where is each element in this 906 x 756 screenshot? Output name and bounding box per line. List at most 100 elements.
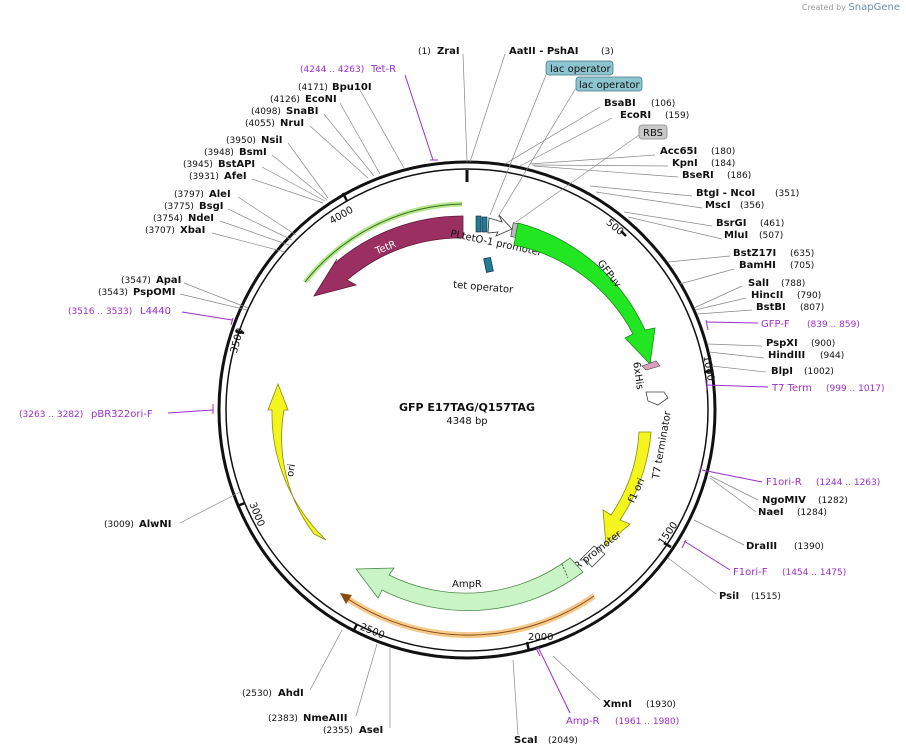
site-bsmi[interactable]: (3948) BsmI [204, 147, 267, 158]
primer-f1ori-f[interactable]: F1ori-F (1454 .. 1475) [733, 567, 846, 578]
primer-pbr322ori-f[interactable]: (3263 .. 3282) pBR322ori-F [19, 409, 153, 420]
primer-t7-term[interactable]: T7 Term (999 .. 1017) [771, 383, 885, 394]
created-by-label: Created by [801, 3, 846, 12]
site-apai[interactable]: (3547) ApaI [121, 275, 181, 286]
site-blpi[interactable]: BlpI (1002) [771, 366, 834, 377]
svg-text:ScaI: ScaI [514, 735, 538, 746]
tetr-feature[interactable] [313, 215, 464, 297]
primer-gfp-f[interactable]: GFP-F (839 .. 859) [761, 319, 860, 330]
svg-text:AatII - PshAI: AatII - PshAI [509, 46, 579, 57]
site-psii[interactable]: PsiI (1515) [719, 591, 781, 602]
his-tag-label: 6xHis [630, 361, 645, 390]
site-ahdi[interactable]: (2530) AhdI [242, 688, 304, 699]
svg-text:BamHI: BamHI [739, 260, 776, 271]
site-kpni[interactable]: KpnI (184) [672, 158, 735, 169]
site-bpu10i[interactable]: (4171) Bpu10I [298, 82, 372, 93]
svg-text:(1390): (1390) [794, 542, 824, 552]
site-bseri[interactable]: BseRI (186) [682, 170, 751, 181]
svg-text:(1): (1) [418, 47, 431, 57]
site-alei[interactable]: (3797) AleI [174, 189, 231, 200]
ampr-orange-arrowhead [340, 593, 352, 604]
svg-text:F1ori-R: F1ori-R [766, 477, 802, 488]
site-bstz17i[interactable]: BstZ17I (635) [733, 248, 814, 259]
site-snabi[interactable]: (4098) SnaBI [251, 106, 318, 117]
site-bstapi[interactable]: (3945) BstAPI [183, 159, 255, 170]
svg-text:(944): (944) [820, 351, 844, 361]
ori-feature[interactable] [267, 382, 327, 541]
site-ngomiv[interactable]: NgoMIV (1282) [762, 495, 848, 506]
svg-text:(106): (106) [651, 99, 675, 109]
site-bamhi[interactable]: BamHI (705) [739, 260, 814, 271]
site-acc65i[interactable]: Acc65I (180) [660, 146, 735, 157]
site-nrui[interactable]: (4055) NruI [245, 118, 304, 129]
site-aatii-pshai[interactable]: AatII - PshAI (3) [509, 46, 614, 57]
site-pspomi[interactable]: (3543) PspOMI [98, 287, 175, 298]
site-xbai[interactable]: (3707) XbaI [145, 225, 205, 236]
svg-text:PspXI: PspXI [766, 338, 798, 349]
site-bsrgi[interactable]: BsrGI (461) [716, 218, 784, 229]
svg-text:2000: 2000 [528, 632, 553, 643]
svg-text:(3): (3) [601, 47, 614, 57]
svg-text:500: 500 [604, 217, 626, 238]
site-nsii[interactable]: (3950) NsiI [226, 135, 282, 146]
svg-text:AfeI: AfeI [224, 171, 247, 182]
tick-2000: 2000 [525, 632, 553, 652]
svg-text:(3009): (3009) [104, 520, 134, 530]
site-bstbi[interactable]: BstBI (807) [756, 302, 824, 313]
site-btgi-ncoi[interactable]: BtgI - NcoI (351) [696, 188, 799, 199]
ampr-feature[interactable] [355, 557, 584, 612]
svg-text:(3931): (3931) [189, 172, 219, 182]
svg-text:(2530): (2530) [242, 689, 272, 699]
svg-text:(839 .. 859): (839 .. 859) [807, 320, 860, 330]
site-econi[interactable]: (4126) EcoNI [270, 94, 337, 105]
site-ecori[interactable]: EcoRI (159) [620, 110, 689, 121]
t7-terminator-marker [645, 391, 669, 406]
primer-f1ori-r[interactable]: F1ori-R (1244 .. 1263) [766, 477, 880, 488]
svg-text:BlpI: BlpI [771, 366, 793, 377]
site-scai[interactable]: ScaI (2049) [514, 735, 578, 746]
site-hindiii[interactable]: HindIII (944) [768, 350, 844, 361]
svg-text:BstZ17I: BstZ17I [733, 248, 776, 259]
site-pspxi[interactable]: PspXI (900) [766, 338, 835, 349]
svg-text:(1454 .. 1475): (1454 .. 1475) [782, 568, 846, 578]
snapgene-logo: SnapGene [848, 2, 900, 13]
site-zrai[interactable]: (1) ZraI [418, 46, 460, 57]
svg-text:(1284): (1284) [797, 508, 827, 518]
primer-l4440[interactable]: (3516 .. 3533) L4440 [68, 306, 171, 317]
site-bsabi[interactable]: BsaBI (106) [604, 98, 675, 109]
svg-text:(2049): (2049) [548, 736, 578, 746]
site-hincii[interactable]: HincII (790) [751, 290, 821, 301]
svg-text:NmeAIII: NmeAIII [303, 713, 347, 724]
site-bsgi[interactable]: (3775) BsgI [164, 201, 223, 212]
svg-text:ApaI: ApaI [156, 275, 181, 286]
f1-ori-feature[interactable] [602, 431, 652, 546]
site-naei[interactable]: NaeI (1284) [758, 507, 827, 518]
site-xmni[interactable]: XmnI (1930) [603, 699, 676, 710]
svg-text:L4440: L4440 [140, 306, 171, 317]
svg-text:GFP-F: GFP-F [761, 319, 790, 330]
primer-amp-r[interactable]: Amp-R (1961 .. 1980) [566, 716, 679, 727]
tet-operator-box-3 [483, 256, 494, 273]
site-afei[interactable]: (3931) AfeI [189, 171, 247, 182]
svg-text:MscI: MscI [705, 200, 731, 211]
svg-text:(1002): (1002) [804, 367, 834, 377]
svg-text:BsaBI: BsaBI [604, 98, 636, 109]
site-alwni[interactable]: (3009) AlwNI [104, 519, 172, 530]
gfpuv-feature[interactable] [513, 222, 656, 365]
svg-text:(184): (184) [711, 159, 735, 169]
site-draiii[interactable]: DraIII (1390) [746, 541, 824, 552]
primer-tet-r[interactable]: (4244 .. 4263) Tet-R [300, 64, 396, 75]
site-leader-lines [179, 53, 767, 736]
site-sali[interactable]: SalI (788) [748, 278, 805, 289]
svg-text:(3543): (3543) [98, 288, 128, 298]
svg-text:BseRI: BseRI [682, 170, 714, 181]
site-nmeaiii[interactable]: (2383) NmeAIII [268, 713, 347, 724]
svg-text:BstAPI: BstAPI [218, 159, 255, 170]
site-ndei[interactable]: (3754) NdeI [153, 213, 214, 224]
svg-text:(3945): (3945) [183, 160, 213, 170]
site-asei[interactable]: (2355) AseI [323, 725, 383, 736]
tet-operator-box-1 [475, 215, 482, 233]
svg-text:(3263 .. 3282): (3263 .. 3282) [19, 410, 83, 420]
site-mlui[interactable]: MluI (507) [724, 230, 783, 241]
site-msci[interactable]: MscI (356) [705, 200, 764, 211]
